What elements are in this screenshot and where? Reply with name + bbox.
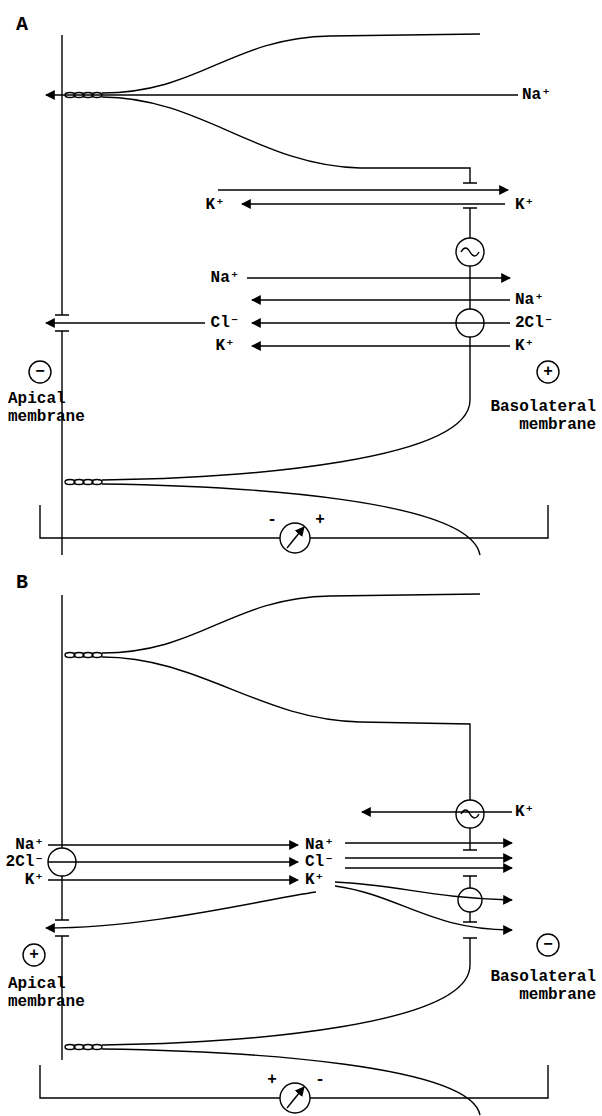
membrane-label: Apical membrane [8,390,108,426]
ion-label: K⁺ [515,337,534,355]
basolateral-membrane [102,484,480,555]
panel-letter: B [16,572,28,594]
ion-flux-arrow [252,322,510,323]
polarity-circle [537,934,559,956]
ion-label: K⁺ [515,803,534,821]
ion-flux-arrow [48,861,298,862]
voltmeter [280,1083,310,1113]
ion-label: Na⁺ [15,836,44,854]
na-k-pump [456,238,484,266]
basolateral-membrane [102,1049,480,1115]
na-k-pump [456,800,484,828]
voltmeter [40,505,548,553]
polarity-circle [537,361,559,383]
ion-label: Na⁺ [211,269,240,287]
ion-flux-arrow [345,857,512,858]
ion-label: Na⁺ [522,86,551,104]
basolateral-membrane [102,34,480,555]
polarity-sign: + [543,363,553,381]
ion-flux-arrow [345,842,512,843]
ion-flux-arrow [345,867,512,868]
polarity-circle [29,361,51,383]
ion-label: K⁺ [215,337,234,355]
membrane-label: Basolateral membrane [472,398,596,434]
ion-flux-arrow [48,879,298,880]
meter-sign: + [315,511,325,529]
ion-label: 2Cl⁻ [6,853,44,871]
ion-flux-arrow [252,345,510,346]
meter-sign: + [267,1071,277,1089]
polarity-circle [23,934,559,966]
voltmeter [287,527,304,548]
ion-flux-arrow [48,844,298,845]
ion-flux-arrow [46,322,205,323]
ion-flux-arrow [46,95,518,346]
ion-flux-arrow [46,892,316,928]
polarity-sign: + [29,946,39,964]
ion-flux-arrow [247,277,510,278]
polarity-circle [23,944,45,966]
apical-membrane [61,35,62,555]
ion-label: K⁺ [305,871,324,889]
basolateral-membrane [102,657,470,800]
membrane-label: Apical membrane [8,975,108,1011]
basolateral-membrane [469,208,470,400]
ion-flux-arrow [362,811,512,812]
tight-junction [92,1045,102,1050]
polarity-sign: − [543,936,553,954]
voltmeter [280,523,310,553]
na-k-pump [456,238,484,266]
kcl-cotransporter [458,888,482,912]
na-k-pump [461,810,479,818]
basolateral-membrane [102,34,480,93]
ion-flux-arrow [252,299,510,300]
ion-label: K⁺ [515,196,534,214]
basolateral-membrane [463,912,477,965]
meter-sign: - [267,511,277,529]
basolateral-membrane [102,594,480,653]
voltmeter [287,1087,304,1108]
tight-junction [92,480,102,485]
ion-label: Cl⁻ [305,853,334,871]
meter-sign: - [315,1071,325,1089]
basolateral-membrane [102,400,470,480]
tight-junction [65,653,102,1050]
ion-label: Na⁺ [515,291,544,309]
ion-label: 2Cl⁻ [515,314,553,332]
ion-flux-arrow [335,886,512,930]
ion-flux-arrow [242,203,505,204]
apical-membrane [55,35,69,555]
polarity-sign: − [35,363,45,381]
na-k-pump [461,248,479,256]
ion-label: K⁺ [205,196,224,214]
basolateral-membrane [102,965,470,1045]
ion-flux-arrow [46,94,518,95]
ion-flux-arrow [46,812,512,930]
kcl-cotransporter [458,888,482,912]
voltmeter [40,505,548,538]
ion-label: Na⁺ [305,836,334,854]
ion-flux-arrow [218,189,508,190]
membrane-label: Basolateral membrane [472,968,596,1004]
tight-junction [92,653,102,658]
voltmeter [40,1065,548,1098]
basolateral-membrane [102,97,470,183]
voltmeter [40,1065,548,1113]
ion-label: K⁺ [25,871,44,889]
ion-label: Cl⁻ [211,314,240,332]
panel-letter: A [16,14,28,36]
basolateral-membrane [102,594,480,1115]
na-k-pump [456,800,484,828]
polarity-circle [29,361,559,383]
